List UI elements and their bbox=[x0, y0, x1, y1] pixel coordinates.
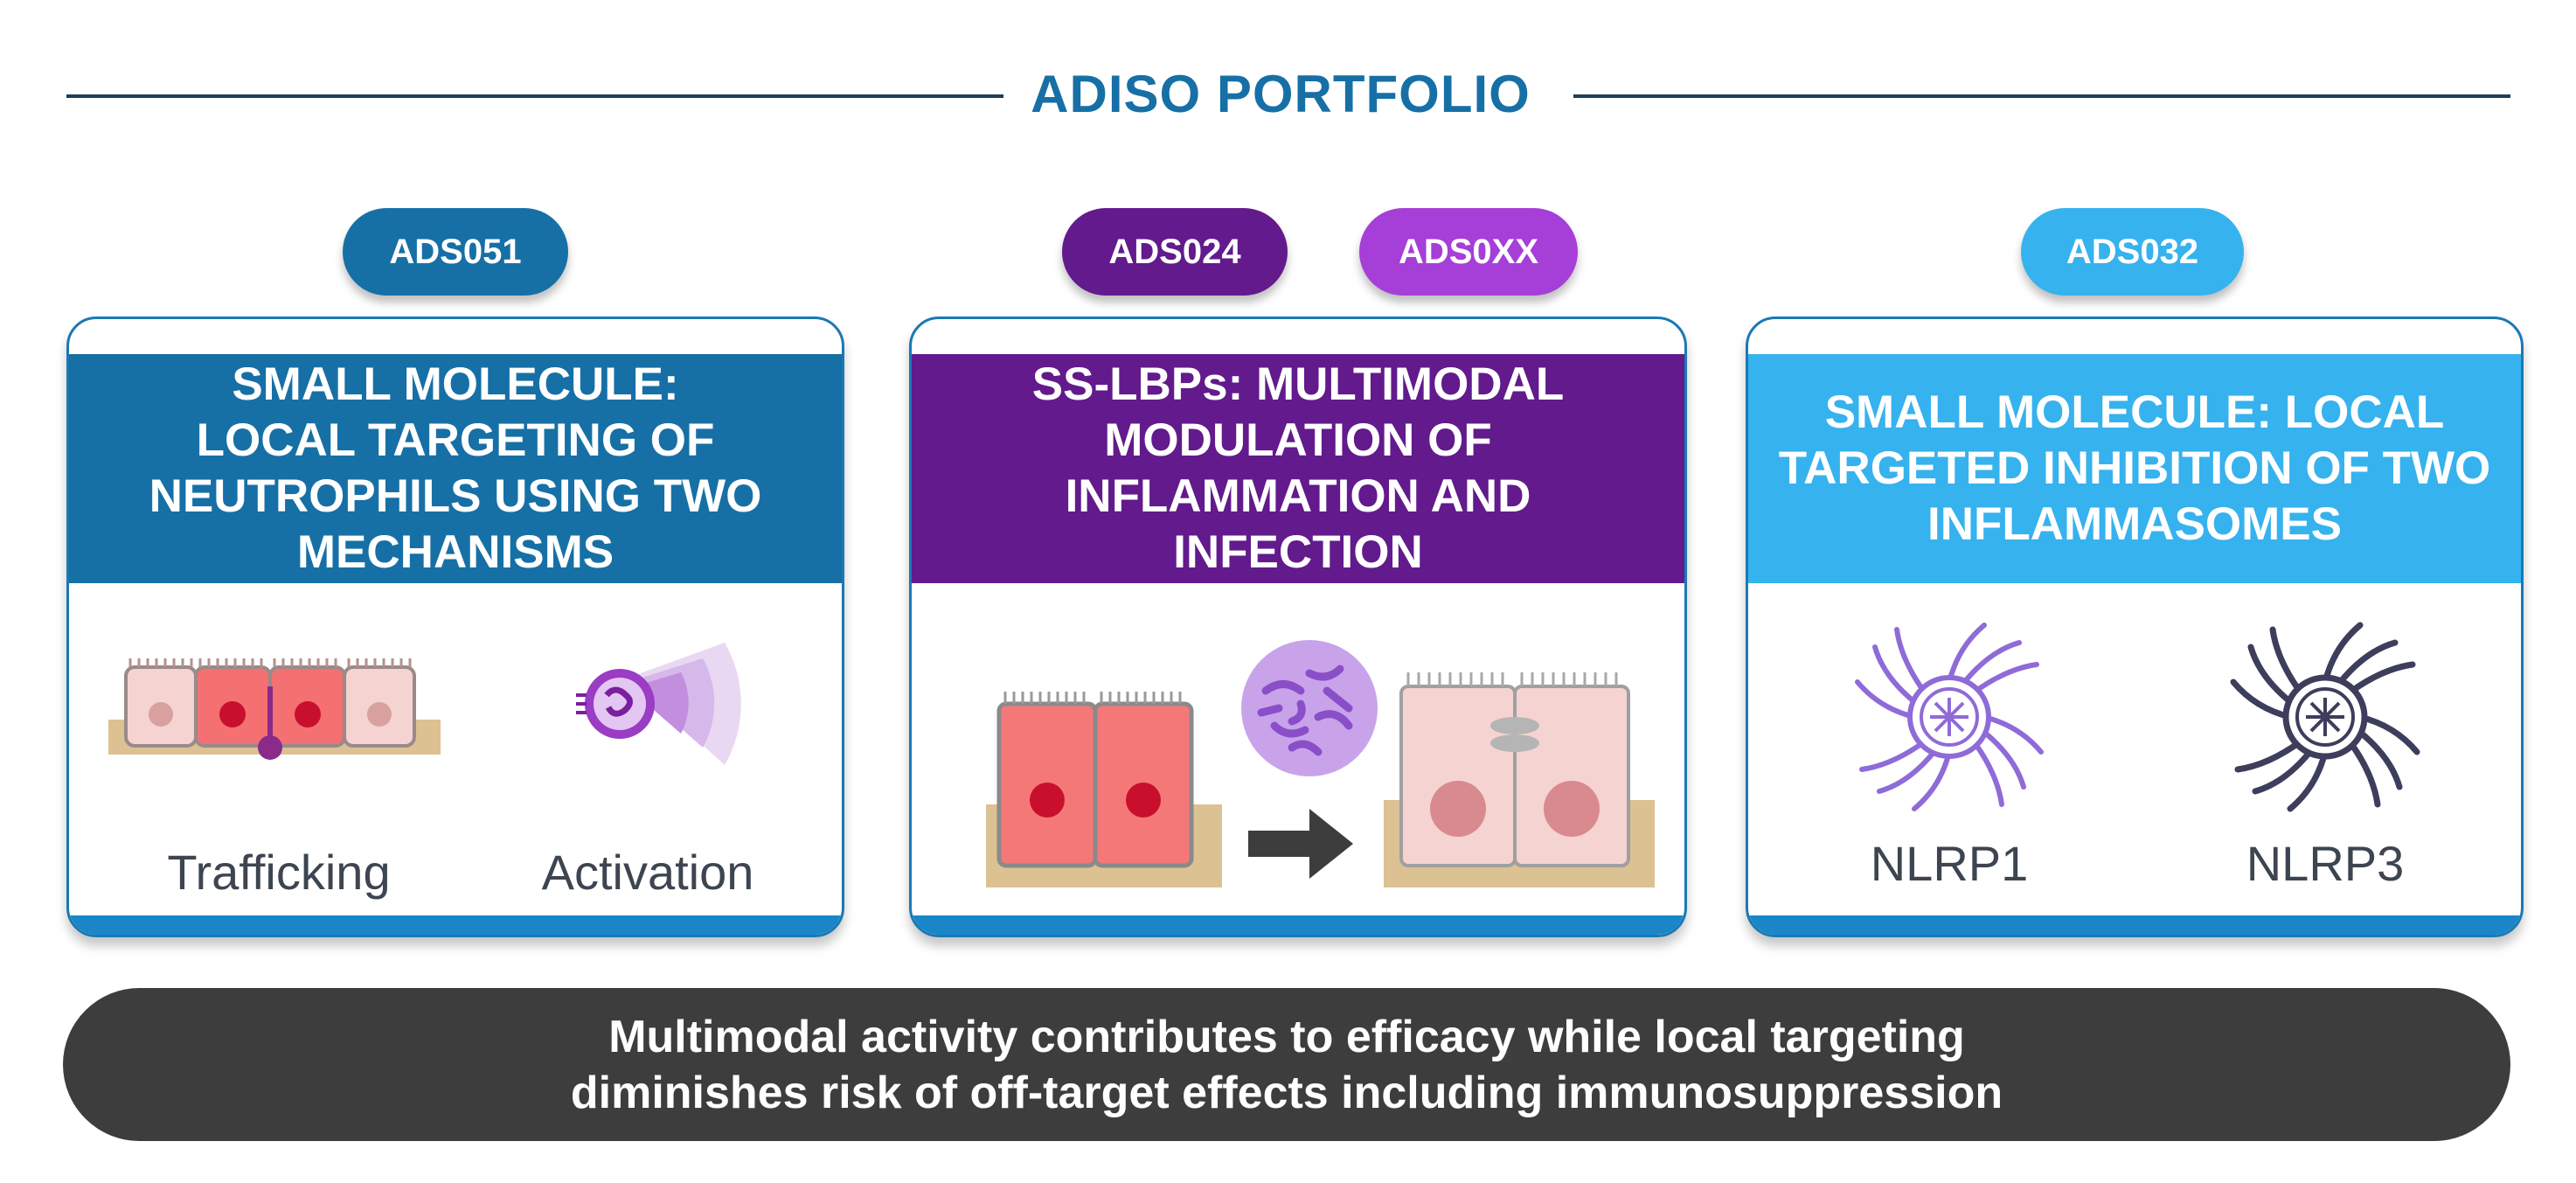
title-line-right bbox=[1573, 94, 2510, 98]
bacteria-icon bbox=[1241, 640, 1378, 776]
card-bottom-bar bbox=[912, 915, 1684, 935]
card-header-line: SMALL MOLECULE: bbox=[232, 358, 679, 410]
card-header-line: MECHANISMS bbox=[296, 526, 614, 578]
card-header-line: INFECTION bbox=[1173, 526, 1423, 578]
card-header-line: INFLAMMATION AND bbox=[1065, 470, 1531, 522]
card-header-ads024: SS-LBPs: MULTIMODAL MODULATION OF INFLAM… bbox=[912, 354, 1684, 583]
card-header-line: NEUTROPHILS USING TWO bbox=[149, 470, 762, 522]
healthy-cells-illustration bbox=[1384, 672, 1655, 887]
card-header-line: SMALL MOLECULE: LOCAL bbox=[1824, 386, 2445, 438]
inflamed-cells-illustration bbox=[986, 692, 1222, 887]
card-header-ads032: SMALL MOLECULE: LOCAL TARGETED INHIBITIO… bbox=[1748, 354, 2521, 583]
card-ads024: SS-LBPs: MULTIMODAL MODULATION OF INFLAM… bbox=[909, 317, 1687, 937]
footer-line: Multimodal activity contributes to effic… bbox=[608, 1011, 1965, 1062]
page-title: ADISO PORTFOLIO bbox=[1031, 65, 1531, 123]
arrow-right-icon bbox=[1248, 809, 1353, 879]
label-nlrp3: NLRP3 bbox=[2246, 836, 2405, 891]
card-header-line: LOCAL TARGETING OF bbox=[196, 414, 715, 466]
card-header-ads051: SMALL MOLECULE: LOCAL TARGETING OF NEUTR… bbox=[69, 354, 842, 583]
card-ads032: SMALL MOLECULE: LOCAL TARGETED INHIBITIO… bbox=[1746, 317, 2524, 937]
card-bottom-bar bbox=[1748, 915, 2521, 935]
pill-ads024: ADS024 bbox=[1062, 208, 1288, 296]
title-line-left bbox=[66, 94, 1003, 98]
card-header-line: SS-LBPs: MULTIMODAL bbox=[1031, 358, 1565, 410]
card-ads051: SMALL MOLECULE: LOCAL TARGETING OF NEUTR… bbox=[66, 317, 844, 937]
label-trafficking: Trafficking bbox=[167, 845, 391, 900]
label-nlrp1: NLRP1 bbox=[1870, 836, 2029, 891]
pill-ads0xx: ADS0XX bbox=[1359, 208, 1578, 296]
footer-banner: Multimodal activity contributes to effic… bbox=[63, 988, 2510, 1141]
nlrp1-inflammasome-icon bbox=[1855, 623, 2044, 811]
card-header-line: INFLAMMASOMES bbox=[1927, 498, 2343, 550]
trafficking-illustration bbox=[108, 658, 441, 760]
pill-ads032: ADS032 bbox=[2021, 208, 2244, 296]
card-header-line: MODULATION OF bbox=[1104, 414, 1492, 466]
label-activation: Activation bbox=[541, 845, 754, 900]
card-bottom-bar bbox=[69, 915, 842, 935]
nlrp3-inflammasome-icon bbox=[2230, 622, 2420, 812]
card-header-line: TARGETED INHIBITION OF TWO bbox=[1778, 442, 2491, 494]
activation-illustration bbox=[576, 643, 741, 765]
footer-line: diminishes risk of off-target effects in… bbox=[570, 1067, 2003, 1118]
pill-ads051: ADS051 bbox=[343, 208, 568, 296]
